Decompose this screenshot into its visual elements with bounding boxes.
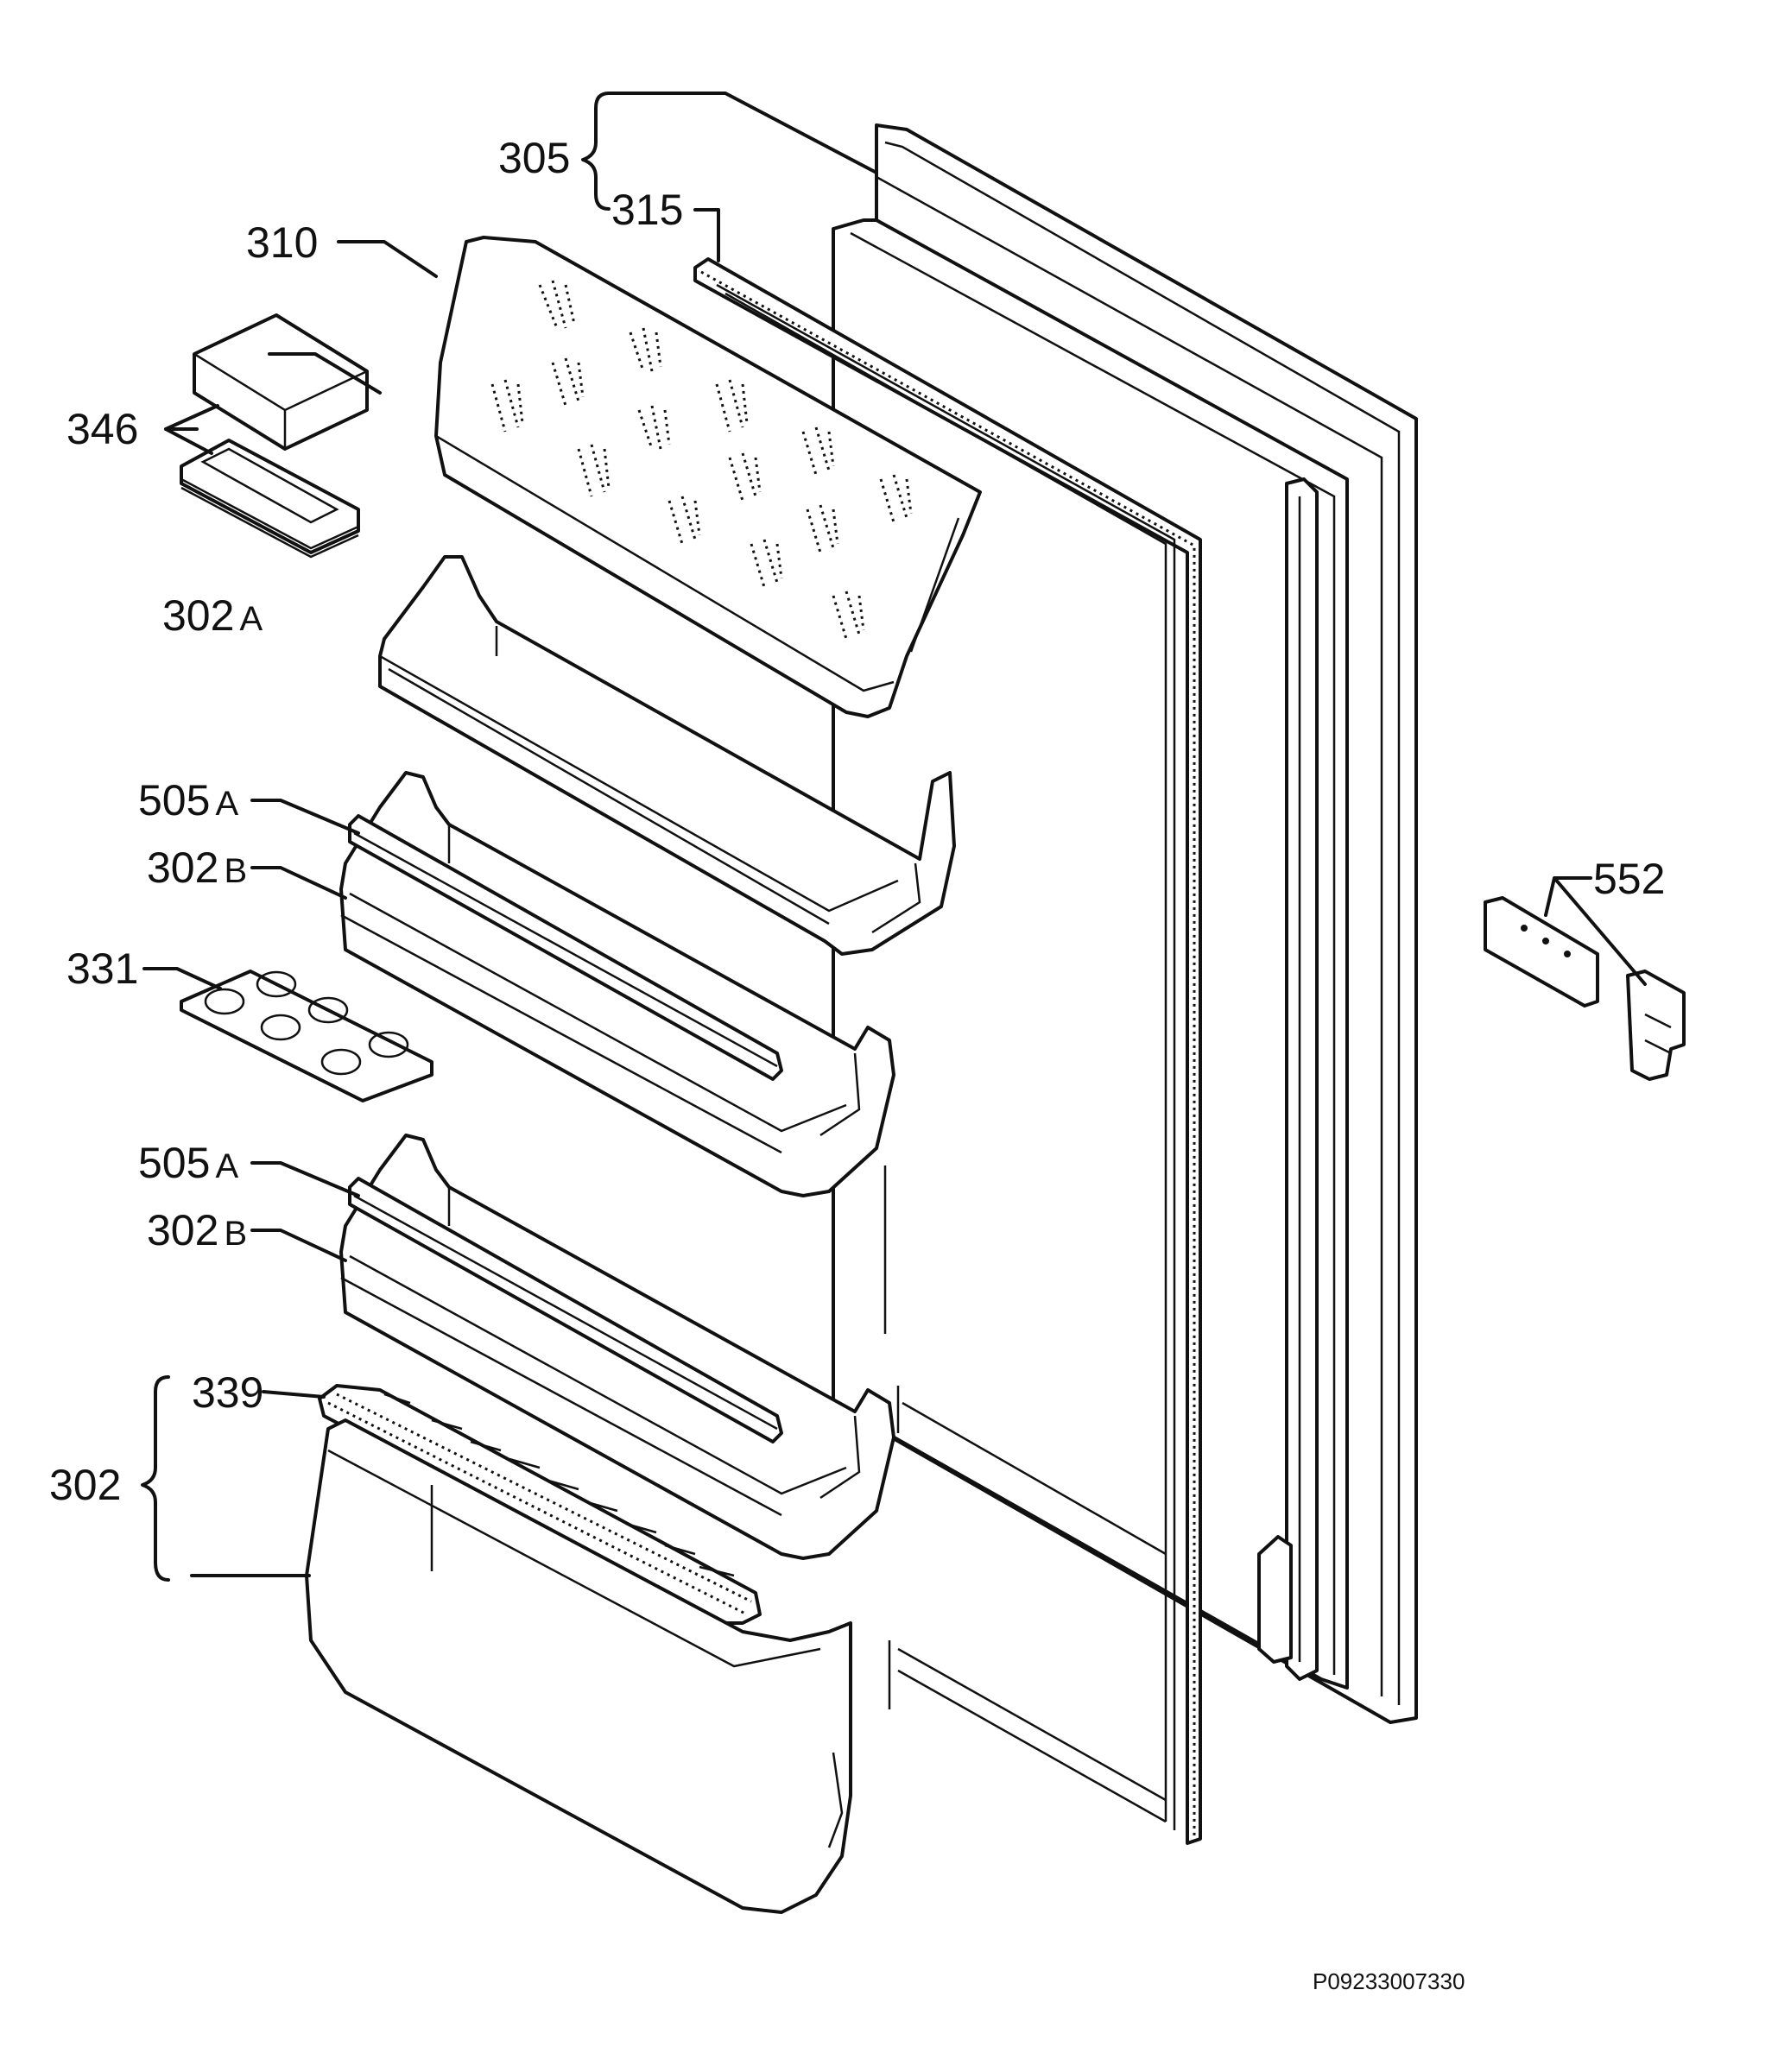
label-305: 305: [498, 136, 570, 180]
leader-lines: [142, 92, 1647, 1577]
shelf-302a: [378, 555, 956, 956]
label-505a-upper-suffix: A: [215, 785, 239, 823]
bar-505a-upper: [348, 814, 783, 1081]
label-315-text: 315: [611, 186, 684, 234]
label-505a-lower-suffix: A: [215, 1147, 239, 1185]
vent-pattern: [490, 280, 913, 640]
label-505a-upper-number: 505: [138, 776, 211, 824]
dairy-cover: [434, 236, 982, 718]
label-552: 552: [1593, 857, 1665, 900]
door-gasket: [693, 257, 1202, 1845]
label-315: 315: [611, 188, 683, 231]
label-302-text: 302: [49, 1461, 122, 1509]
label-331: 331: [66, 947, 138, 990]
egg-tray: [180, 970, 433, 1102]
bar-505a-lower: [348, 1177, 783, 1443]
inner-guides: [883, 1166, 900, 1709]
braces: [141, 92, 611, 1582]
label-302b-lower-suffix: B: [224, 1215, 248, 1253]
document-id: P09233007330: [1313, 1970, 1465, 1993]
label-310-text: 310: [246, 218, 319, 267]
label-505a-lower-number: 505: [138, 1139, 211, 1187]
label-331-text: 331: [66, 944, 139, 993]
label-346: 346: [66, 407, 138, 451]
label-302b-lower-number: 302: [147, 1206, 219, 1254]
label-346-text: 346: [66, 405, 139, 453]
door-frame: [832, 123, 1418, 1724]
shelf-302b-lower: [339, 1134, 895, 1560]
label-302a-number: 302: [162, 591, 235, 640]
hinge-parts: [1484, 896, 1686, 1081]
label-302: 302: [49, 1463, 121, 1507]
shelf-302b-upper: [339, 771, 895, 1197]
label-302a-suffix: A: [239, 600, 263, 638]
label-339-text: 339: [192, 1368, 264, 1417]
label-310: 310: [246, 221, 318, 264]
label-552-text: 552: [1593, 855, 1666, 903]
document-id-text: P09233007330: [1313, 1968, 1465, 1994]
label-302b-upper-suffix: B: [224, 852, 248, 890]
label-339: 339: [192, 1371, 263, 1414]
label-302b-upper-number: 302: [147, 843, 219, 892]
bottle-shelf: [305, 1418, 852, 1914]
butter-box: [180, 313, 369, 559]
label-305-text: 305: [498, 134, 571, 182]
